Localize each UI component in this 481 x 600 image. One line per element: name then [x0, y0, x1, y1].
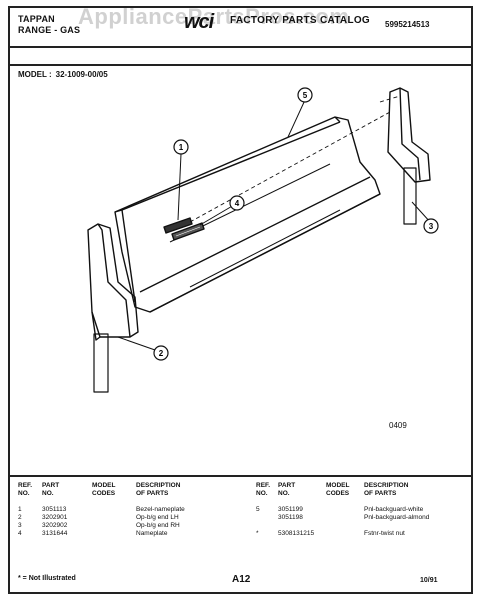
ref-no: 3 — [18, 522, 22, 529]
callout-2: 2 — [159, 349, 164, 358]
table-row: 2 3202901 Op-b/g end LH — [18, 514, 230, 522]
callout-circle-4 — [229, 195, 245, 211]
model-code — [92, 506, 136, 514]
diagram-code: 0409 — [389, 421, 407, 430]
col-part-no: PART NO. — [278, 482, 296, 497]
bezel-nameplate — [163, 217, 193, 234]
table-row: 1 3051113 Bezel-nameplate — [18, 506, 230, 514]
part-no: 3051199 — [278, 506, 303, 513]
ref-no: * — [256, 530, 259, 537]
publication-number: 5995214513 — [385, 20, 430, 29]
description: Bezel-nameplate — [136, 506, 185, 513]
part-no: 3202901 — [42, 514, 68, 521]
callout-circle-1 — [173, 139, 189, 155]
callout-1: 1 — [179, 143, 184, 152]
wci-logo: wci — [184, 11, 214, 33]
ref-no: 2 — [18, 514, 22, 521]
model-code — [326, 530, 364, 538]
ref-no: 4 — [18, 530, 22, 537]
col-description: DESCRIPTION OF PARTS — [136, 482, 181, 497]
page-frame — [8, 6, 473, 594]
catalog-title: FACTORY PARTS CATALOG — [230, 15, 371, 26]
model-line: MODEL :32-1009-00/05 — [18, 70, 108, 79]
parts-table-left: REF. NO. PART NO. MODEL CODES DESCRIPTIO… — [18, 482, 230, 538]
callout-group: 1 2 3 4 5 — [153, 87, 439, 361]
table-row: 5 3051199 Pnl-backguard-white — [256, 506, 448, 514]
brand-header: TAPPAN RANGE - GAS — [18, 14, 80, 36]
model-code — [326, 514, 364, 522]
callout-4: 4 — [235, 199, 240, 208]
revision-date: 10/91 — [420, 577, 438, 584]
description: Pnl-backguard-almond — [364, 514, 430, 521]
model-code — [92, 530, 136, 538]
table-row: 4 3131644 Nameplate — [18, 530, 230, 538]
callout-circle-5 — [297, 87, 313, 103]
callout-circle-3 — [423, 218, 439, 234]
col-description: DESCRIPTION OF PARTS — [364, 482, 409, 497]
model-divider — [10, 64, 471, 66]
description: Nameplate — [136, 530, 168, 537]
brand-line-1: TAPPAN — [18, 14, 55, 24]
col-model-codes: MODEL CODES — [326, 482, 350, 497]
table-header-row: REF. NO. PART NO. MODEL CODES DESCRIPTIO… — [18, 482, 230, 498]
col-part-no: PART NO. — [42, 482, 60, 497]
description: Pnl-backguard-white — [364, 506, 424, 513]
table-row: 3 3202902 Op-b/g end RH — [18, 522, 230, 530]
brand-line-2: RANGE - GAS — [18, 25, 81, 35]
description: Op-b/g end LH — [136, 514, 179, 521]
watermark: AppliancePartsPros.com — [78, 4, 350, 29]
exploded-parts-diagram: 1 2 3 4 5 — [87, 87, 439, 393]
table-header-row: REF. NO. PART NO. MODEL CODES DESCRIPTIO… — [256, 482, 448, 498]
table-row: 3051198 Pnl-backguard-almond — [256, 514, 448, 522]
ref-no: 1 — [18, 506, 22, 513]
col-ref-no: REF. NO. — [256, 482, 271, 497]
col-ref-no: REF. NO. — [18, 482, 33, 497]
part-no: 3202902 — [42, 522, 68, 529]
model-code — [326, 506, 364, 514]
end-cap-left — [87, 223, 139, 393]
parts-table-right: REF. NO. PART NO. MODEL CODES DESCRIPTIO… — [256, 482, 448, 538]
col-model-codes: MODEL CODES — [92, 482, 116, 497]
part-no: 3051113 — [42, 506, 67, 513]
header-divider — [10, 46, 471, 48]
part-no: 5308131215 — [278, 530, 315, 537]
table-divider — [10, 475, 471, 477]
model-value: 32-1009-00/05 — [55, 70, 108, 79]
part-no: 3131644 — [42, 530, 68, 537]
model-code — [92, 522, 136, 530]
part-no: 3051198 — [278, 514, 303, 521]
ref-no: 5 — [256, 506, 260, 513]
nameplate — [171, 222, 205, 241]
description: Fstnr-twist nut — [364, 530, 405, 537]
ref-no — [256, 514, 278, 522]
model-label: MODEL : — [18, 70, 52, 79]
model-code — [92, 514, 136, 522]
callout-5: 5 — [303, 91, 308, 100]
end-cap-right — [387, 87, 431, 225]
page-number: A12 — [232, 574, 251, 585]
description: Op-b/g end RH — [136, 522, 180, 529]
backguard-panel — [114, 116, 381, 313]
callout-circle-2 — [153, 345, 169, 361]
table-row: * 5308131215 Fstnr-twist nut — [256, 530, 448, 538]
footnote: * = Not Illustrated — [18, 575, 76, 582]
callout-3: 3 — [429, 222, 434, 231]
